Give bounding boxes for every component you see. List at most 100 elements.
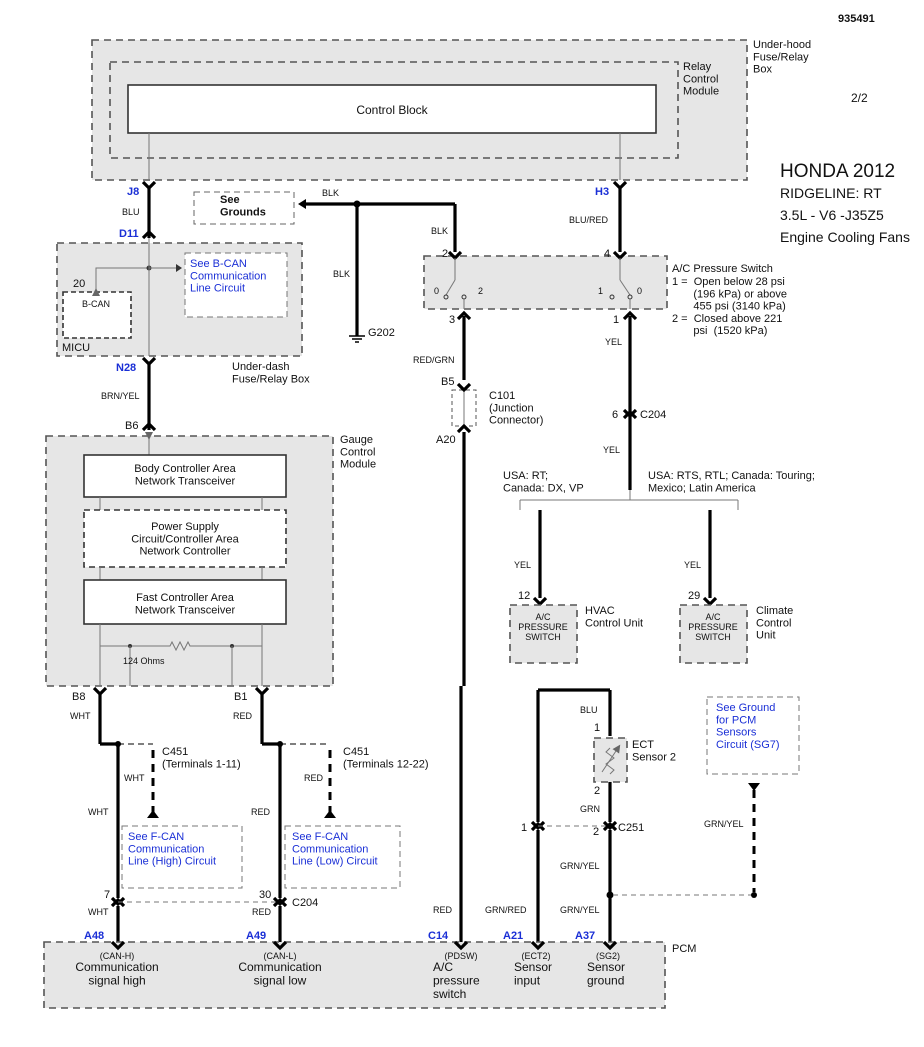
pcm-module <box>43 941 666 1009</box>
pin-30: 30 <box>259 889 271 901</box>
wire-yel-2: YEL <box>603 445 620 455</box>
see-grounds-link[interactable] <box>193 191 295 225</box>
variant-right: USA: RTS, RTL; Canada: Touring;Mexico; L… <box>648 470 815 494</box>
ground-g202-label: G202 <box>368 327 395 339</box>
power-supply-can-controller <box>83 509 287 568</box>
wire-grn-yel-1: GRN/YEL <box>560 861 600 871</box>
pin-2-switch: 2 <box>442 248 448 260</box>
see-f-can-high-link[interactable] <box>121 825 243 889</box>
wire-yel-1: YEL <box>605 337 622 347</box>
b-can-label: B-CAN <box>82 299 110 309</box>
connector-c451-b: C451(Terminals 12-22) <box>343 746 429 770</box>
wire-blu: BLU <box>122 207 140 217</box>
header-model: RIDGELINE: RT <box>780 185 882 201</box>
pin-6: 6 <box>612 409 618 421</box>
relay-control-module <box>109 61 679 159</box>
connector-a20: A20 <box>436 434 456 446</box>
pin-20: 20 <box>73 278 85 290</box>
wire-grn-red: GRN/RED <box>485 905 527 915</box>
wire-grn: GRN <box>580 804 600 814</box>
wire-grn-yel-3: GRN/YEL <box>704 819 744 829</box>
control-block <box>127 84 657 134</box>
connector-b8: B8 <box>72 691 85 703</box>
switch-pos-2: 2 <box>478 286 483 296</box>
connector-h3: H3 <box>595 186 609 198</box>
wire-wht-4: WHT <box>88 907 109 917</box>
pin-1-switch: 1 <box>613 314 619 326</box>
ac-pressure-switch-hvac <box>509 604 578 664</box>
wire-blk-ground: BLK <box>333 269 350 279</box>
connector-a21: A21 <box>503 930 523 942</box>
wire-red-2: RED <box>304 773 324 783</box>
ac-pressure-switch <box>423 255 668 310</box>
wire-brn-yel: BRN/YEL <box>101 391 140 401</box>
connector-a37: A37 <box>575 930 595 942</box>
switch-pos-0-left: 0 <box>434 286 439 296</box>
header-make: HONDA 2012 <box>780 161 895 182</box>
switch-title: A/C Pressure Switch <box>672 263 773 275</box>
wire-wht-2: WHT <box>124 773 145 783</box>
pin-2-ect: 2 <box>594 785 600 797</box>
wire-red-4: RED <box>252 907 272 917</box>
pcm-pdsw-code: (PDSW) <box>445 951 478 961</box>
wire-yel-3: YEL <box>514 560 531 570</box>
see-ground-pcm-link[interactable] <box>706 696 800 775</box>
see-b-can-link[interactable] <box>184 252 288 318</box>
wire-blk-switch: BLK <box>431 226 448 236</box>
pcm-sg2-code: (SG2) <box>596 951 620 961</box>
doc-id: 935491 <box>838 13 875 25</box>
pin-7: 7 <box>104 889 110 901</box>
micu-label: MICU <box>62 342 90 354</box>
connector-b1: B1 <box>234 691 247 703</box>
wire-yel-4: YEL <box>684 560 701 570</box>
connector-j8: J8 <box>127 186 139 198</box>
pcm-canl-code: (CAN-L) <box>264 951 297 961</box>
body-can-transceiver <box>83 454 287 498</box>
wire-red-5: RED <box>433 905 453 915</box>
connector-a48: A48 <box>84 930 104 942</box>
header-engine: 3.5L - V6 -J35Z5 <box>780 207 884 223</box>
switch-pos-0-right: 0 <box>637 286 642 296</box>
connector-b6: B6 <box>125 420 138 432</box>
pcm-ect2-code: (ECT2) <box>522 951 551 961</box>
control-block-label: Control Block <box>356 103 428 117</box>
page-number: 2/2 <box>851 91 868 105</box>
pin-1-ect: 1 <box>594 722 600 734</box>
wire-wht-3: WHT <box>88 807 109 817</box>
wire-wht-1: WHT <box>70 711 91 721</box>
connector-c251: C251 <box>618 822 644 834</box>
pin-29: 29 <box>688 590 700 602</box>
connector-d11: D11 <box>119 228 139 240</box>
ground-g202 <box>349 335 365 343</box>
connector-b5: B5 <box>441 376 454 388</box>
resistor-124-ohms <box>100 640 262 652</box>
wire-red-grn: RED/GRN <box>413 355 455 365</box>
ohms-label: 124 Ohms <box>123 656 165 666</box>
see-f-can-low-link[interactable] <box>284 825 401 889</box>
pin-1-c251: 1 <box>521 822 527 834</box>
fast-can-transceiver <box>83 579 287 625</box>
connector-c451-a: C451(Terminals 1-11) <box>162 746 241 770</box>
wire-blu-2: BLU <box>580 705 598 715</box>
switch-pos-1: 1 <box>598 286 603 296</box>
pin-2-c251: 2 <box>593 826 599 838</box>
wire-grn-yel-2: GRN/YEL <box>560 905 600 915</box>
pcm-canh-code: (CAN-H) <box>100 951 135 961</box>
